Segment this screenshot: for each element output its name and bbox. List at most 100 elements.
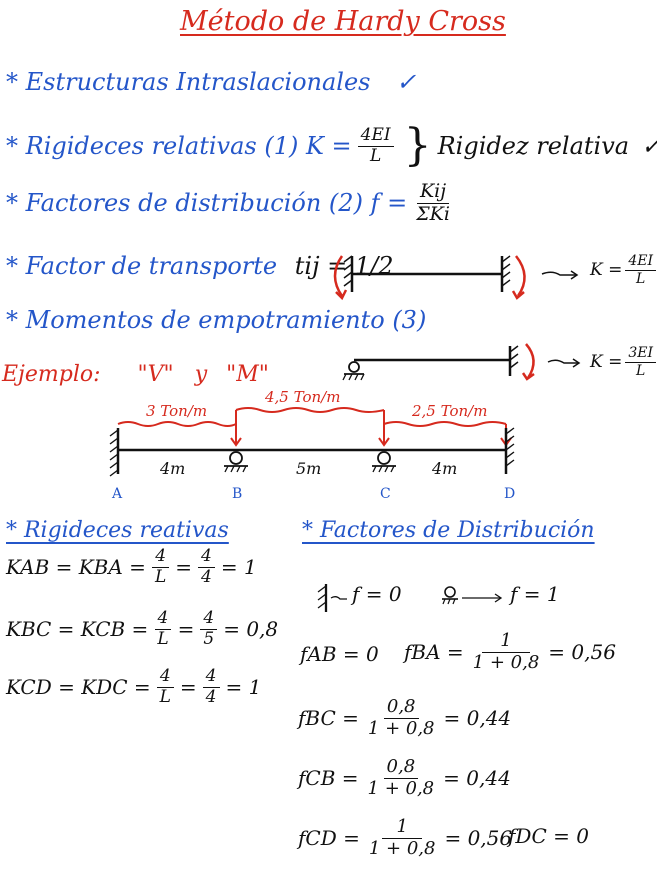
pin-support-c: [377, 451, 391, 465]
fraction-denominator: 1 + 0,8: [367, 717, 435, 739]
arrow-icon: [541, 271, 576, 276]
f-ba-lhs: fBA =: [404, 640, 464, 665]
f-cb-lhs: fCB =: [298, 766, 359, 791]
node-label-c: C: [380, 486, 391, 502]
node-label-b: B: [232, 486, 242, 502]
load-label-bc: 4,5 Ton/m: [264, 388, 340, 406]
check-mark: ✓: [641, 132, 657, 160]
rigidez-row-ab: KAB = KBA = 4 L = 4 4 = 1: [6, 547, 257, 587]
transporte-value: tij = 1/2: [294, 252, 394, 280]
pin-support-icon: [348, 361, 360, 373]
rigidez-fraction-1: 4 L: [152, 547, 170, 587]
rigidez-fraction-2: 4 4: [202, 667, 220, 707]
rigideces-fraction: 4EI L: [357, 126, 394, 166]
transporte-line: * Factor de transporte tij = 1/2: [6, 252, 394, 280]
fraction-numerator: 0,8: [383, 757, 419, 779]
intraslacionales-line: * Estructuras Intraslacionales ✓: [6, 68, 416, 96]
load-line-bc: [235, 407, 385, 413]
f-ab: fAB = 0: [300, 642, 379, 666]
intraslacionales-text: * Estructuras Intraslacionales: [6, 68, 371, 96]
momentos-line: * Momentos de empotramiento (3): [6, 306, 427, 334]
rigidez-row-bc: KBC = KCB = 4 L = 4 5 = 0,8: [6, 609, 279, 649]
k-fraction: 4EI L: [625, 254, 657, 287]
rigidez-result: = 0,8: [223, 617, 279, 642]
ejemplo-line: Ejemplo: "V" y "M": [2, 362, 269, 387]
pin-support-b: [229, 451, 243, 465]
node-label-d: D: [504, 486, 515, 502]
f-cd-row: fCD = 1 1 + 0,8 = 0,56: [298, 817, 512, 859]
arrow-icon: [547, 359, 578, 364]
rigidez-fraction-2: 4 4: [198, 547, 215, 587]
equals-sign: =: [179, 675, 197, 700]
fraction-denominator: 1 + 0,8: [472, 651, 540, 673]
k-label: K =: [590, 260, 623, 281]
fraction-numerator: 4: [202, 667, 220, 688]
transporte-prefix: * Factor de transporte: [6, 252, 278, 280]
rigidez-fraction-2: 4 5: [200, 609, 218, 649]
f-bc-fraction: 0,8 1 + 0,8: [365, 697, 438, 739]
pinned-rule: f = 1: [510, 582, 560, 606]
fraction-numerator: 4: [152, 547, 170, 568]
pinned-k: K = 3EI L: [590, 346, 657, 378]
rigidez-row-cd: KCD = KDC = 4 L = 4 4 = 1: [6, 667, 261, 707]
load-label-ab: 3 Ton/m: [146, 402, 207, 420]
fraction-numerator: 4: [200, 609, 218, 630]
f-ba-row: fBA = 1 1 + 0,8 = 0,56: [404, 631, 616, 673]
fraction-numerator: 0,8: [383, 697, 419, 719]
fraction-numerator: 1: [382, 817, 422, 839]
rigidez-lhs: KBC = KCB =: [6, 617, 149, 642]
f-bc-lhs: fBC =: [298, 706, 359, 731]
fraction-denominator: L: [157, 628, 169, 649]
node-label-a: A: [111, 486, 123, 502]
rigideces-line: * Rigideces relativas (1) K = 4EI L } Ri…: [6, 124, 657, 168]
rigidez-lhs: KAB = KBA =: [6, 555, 146, 580]
fraction-denominator: 5: [203, 628, 215, 649]
fraction-numerator: 4: [198, 547, 215, 568]
page-title: Método de Hardy Cross: [180, 6, 506, 37]
f-cd-fraction: 1 1 + 0,8: [366, 817, 439, 859]
k-fraction: 3EI L: [625, 346, 657, 378]
ejemplo-v: "V": [137, 362, 174, 387]
rigidez-relativa-text: Rigidez relativa: [437, 132, 630, 160]
load-line-ab: [117, 421, 237, 427]
equals-sign: =: [177, 617, 195, 642]
f-bc-result: = 0,44: [443, 706, 512, 731]
rigidez-result: = 1: [220, 555, 257, 580]
fraction-numerator: 1: [482, 631, 530, 653]
span-label-ab: 4m: [159, 459, 185, 478]
fraction-denominator: 4: [201, 566, 212, 587]
rigidez-fraction-1: 4 L: [156, 667, 174, 707]
rigidez-fraction-1: 4 L: [154, 609, 172, 649]
fraction-numerator: 4EI: [625, 254, 657, 271]
fraction-denominator: L: [154, 566, 167, 587]
f-bc-row: fBC = 0,8 1 + 0,8 = 0,44: [298, 697, 512, 739]
rigideces-heading: * Rigideces reativas: [6, 518, 229, 543]
fraction-denominator: L: [369, 145, 382, 166]
fixed-k: K = 4EI L: [590, 254, 657, 287]
check-mark: ✓: [396, 68, 417, 96]
ejemplo-label: Ejemplo:: [2, 362, 101, 387]
moment-arrow-right: [525, 343, 535, 379]
fraction-denominator: 4: [205, 686, 217, 707]
fraction-denominator: L: [636, 270, 646, 287]
factores-line: * Factores de distribución (2) f = Kij Σ…: [6, 181, 453, 225]
span-label-bc: 5m: [296, 459, 321, 478]
f-cb-result: = 0,44: [443, 766, 511, 791]
f-ba-fraction: 1 1 + 0,8: [470, 631, 543, 673]
k-label: K =: [590, 352, 623, 373]
f-cb-row: fCB = 0,8 1 + 0,8 = 0,44: [298, 757, 511, 799]
fraction-numerator: 4: [156, 667, 174, 688]
fixed-rule: f = 0: [352, 582, 402, 606]
span-label-cd: 4m: [431, 459, 457, 478]
load-line-cd: [383, 421, 507, 427]
moment-arrow-left: [333, 255, 344, 297]
pinned-beam-sketch: [342, 343, 581, 381]
fraction-numerator: Kij: [416, 181, 450, 204]
f-cd-lhs: fCD =: [298, 826, 360, 851]
fixed-support-icon: [317, 584, 347, 612]
fraction-denominator: ΣKi: [416, 202, 450, 225]
ejemplo-y: y: [194, 362, 208, 387]
fraction-denominator: 1 + 0,8: [367, 777, 435, 799]
brace-icon: }: [403, 120, 432, 171]
beam-diagram: 3 Ton/m 4,5 Ton/m 2,5 Ton/m 4m 5m 4m A B…: [109, 388, 515, 502]
